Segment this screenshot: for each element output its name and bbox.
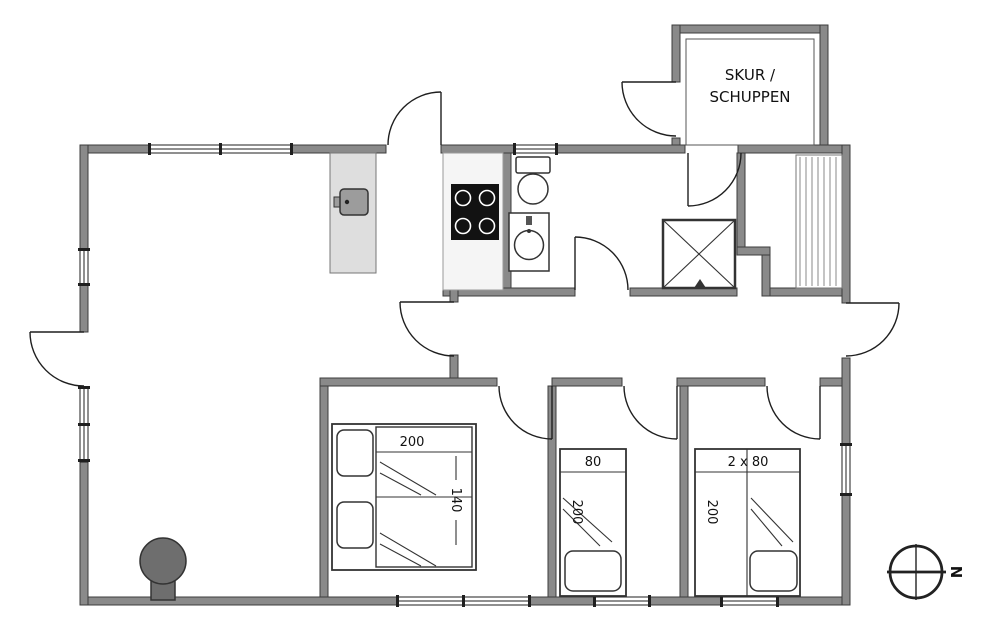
compass-icon: N [887, 544, 965, 600]
window-right [840, 443, 852, 496]
toilet-icon [515, 156, 551, 205]
window-left-double [78, 386, 90, 463]
bed2-width-label: 80 [585, 455, 602, 470]
bathroom-door-arc [574, 236, 629, 291]
bedroom1-door-arc [498, 385, 553, 440]
bedroom3-door-arc [766, 385, 821, 440]
right-exterior-door-arc [845, 302, 900, 357]
pillow-icon [749, 550, 798, 592]
single-bed-1: 80 200 [559, 448, 627, 597]
window-bottom-bedroom2 [593, 595, 651, 607]
window-bottom-bedroom3 [720, 595, 779, 607]
shed-walls [671, 24, 829, 146]
shed-label: SKUR / SCHUPPEN [709, 66, 790, 106]
shed-label-line2: SCHUPPEN [709, 88, 790, 106]
washbasin-icon [508, 212, 550, 272]
pillow-icon [336, 429, 374, 477]
window-top-double [148, 143, 293, 155]
kitchen-sink-icon [333, 188, 369, 216]
pillow-icon [336, 501, 374, 549]
shed-label-line1: SKUR / [725, 66, 776, 84]
interior-walls [319, 152, 843, 598]
bedroom2-door-arc [623, 385, 678, 440]
compass-north-label: N [947, 566, 965, 579]
bed3-width-label: 2 x 80 [728, 455, 769, 470]
bed1-length-label: 200 [400, 435, 425, 450]
window-bottom-bedroom1 [396, 595, 531, 607]
single-bed-2: 2 x 80 200 [694, 448, 801, 597]
wardrobe-icon [795, 154, 843, 289]
bed2-length-label: 200 [569, 500, 584, 525]
shower-icon [661, 218, 737, 290]
window-bathroom [513, 143, 558, 155]
wood-stove-icon [139, 537, 187, 601]
bed1-width-label: 140 [448, 488, 463, 513]
cooktop-icon [451, 184, 499, 240]
left-exterior-door-arc [29, 331, 85, 387]
front-door-arc [387, 91, 442, 146]
bed3-length-label: 200 [704, 500, 719, 525]
back-door-arc [687, 152, 742, 207]
window-left-upper [78, 248, 90, 286]
double-bed: 200 140 [331, 423, 477, 571]
hallway-door-arc [399, 301, 455, 357]
shed-door-arc [621, 81, 677, 137]
pillow-icon [564, 550, 622, 592]
